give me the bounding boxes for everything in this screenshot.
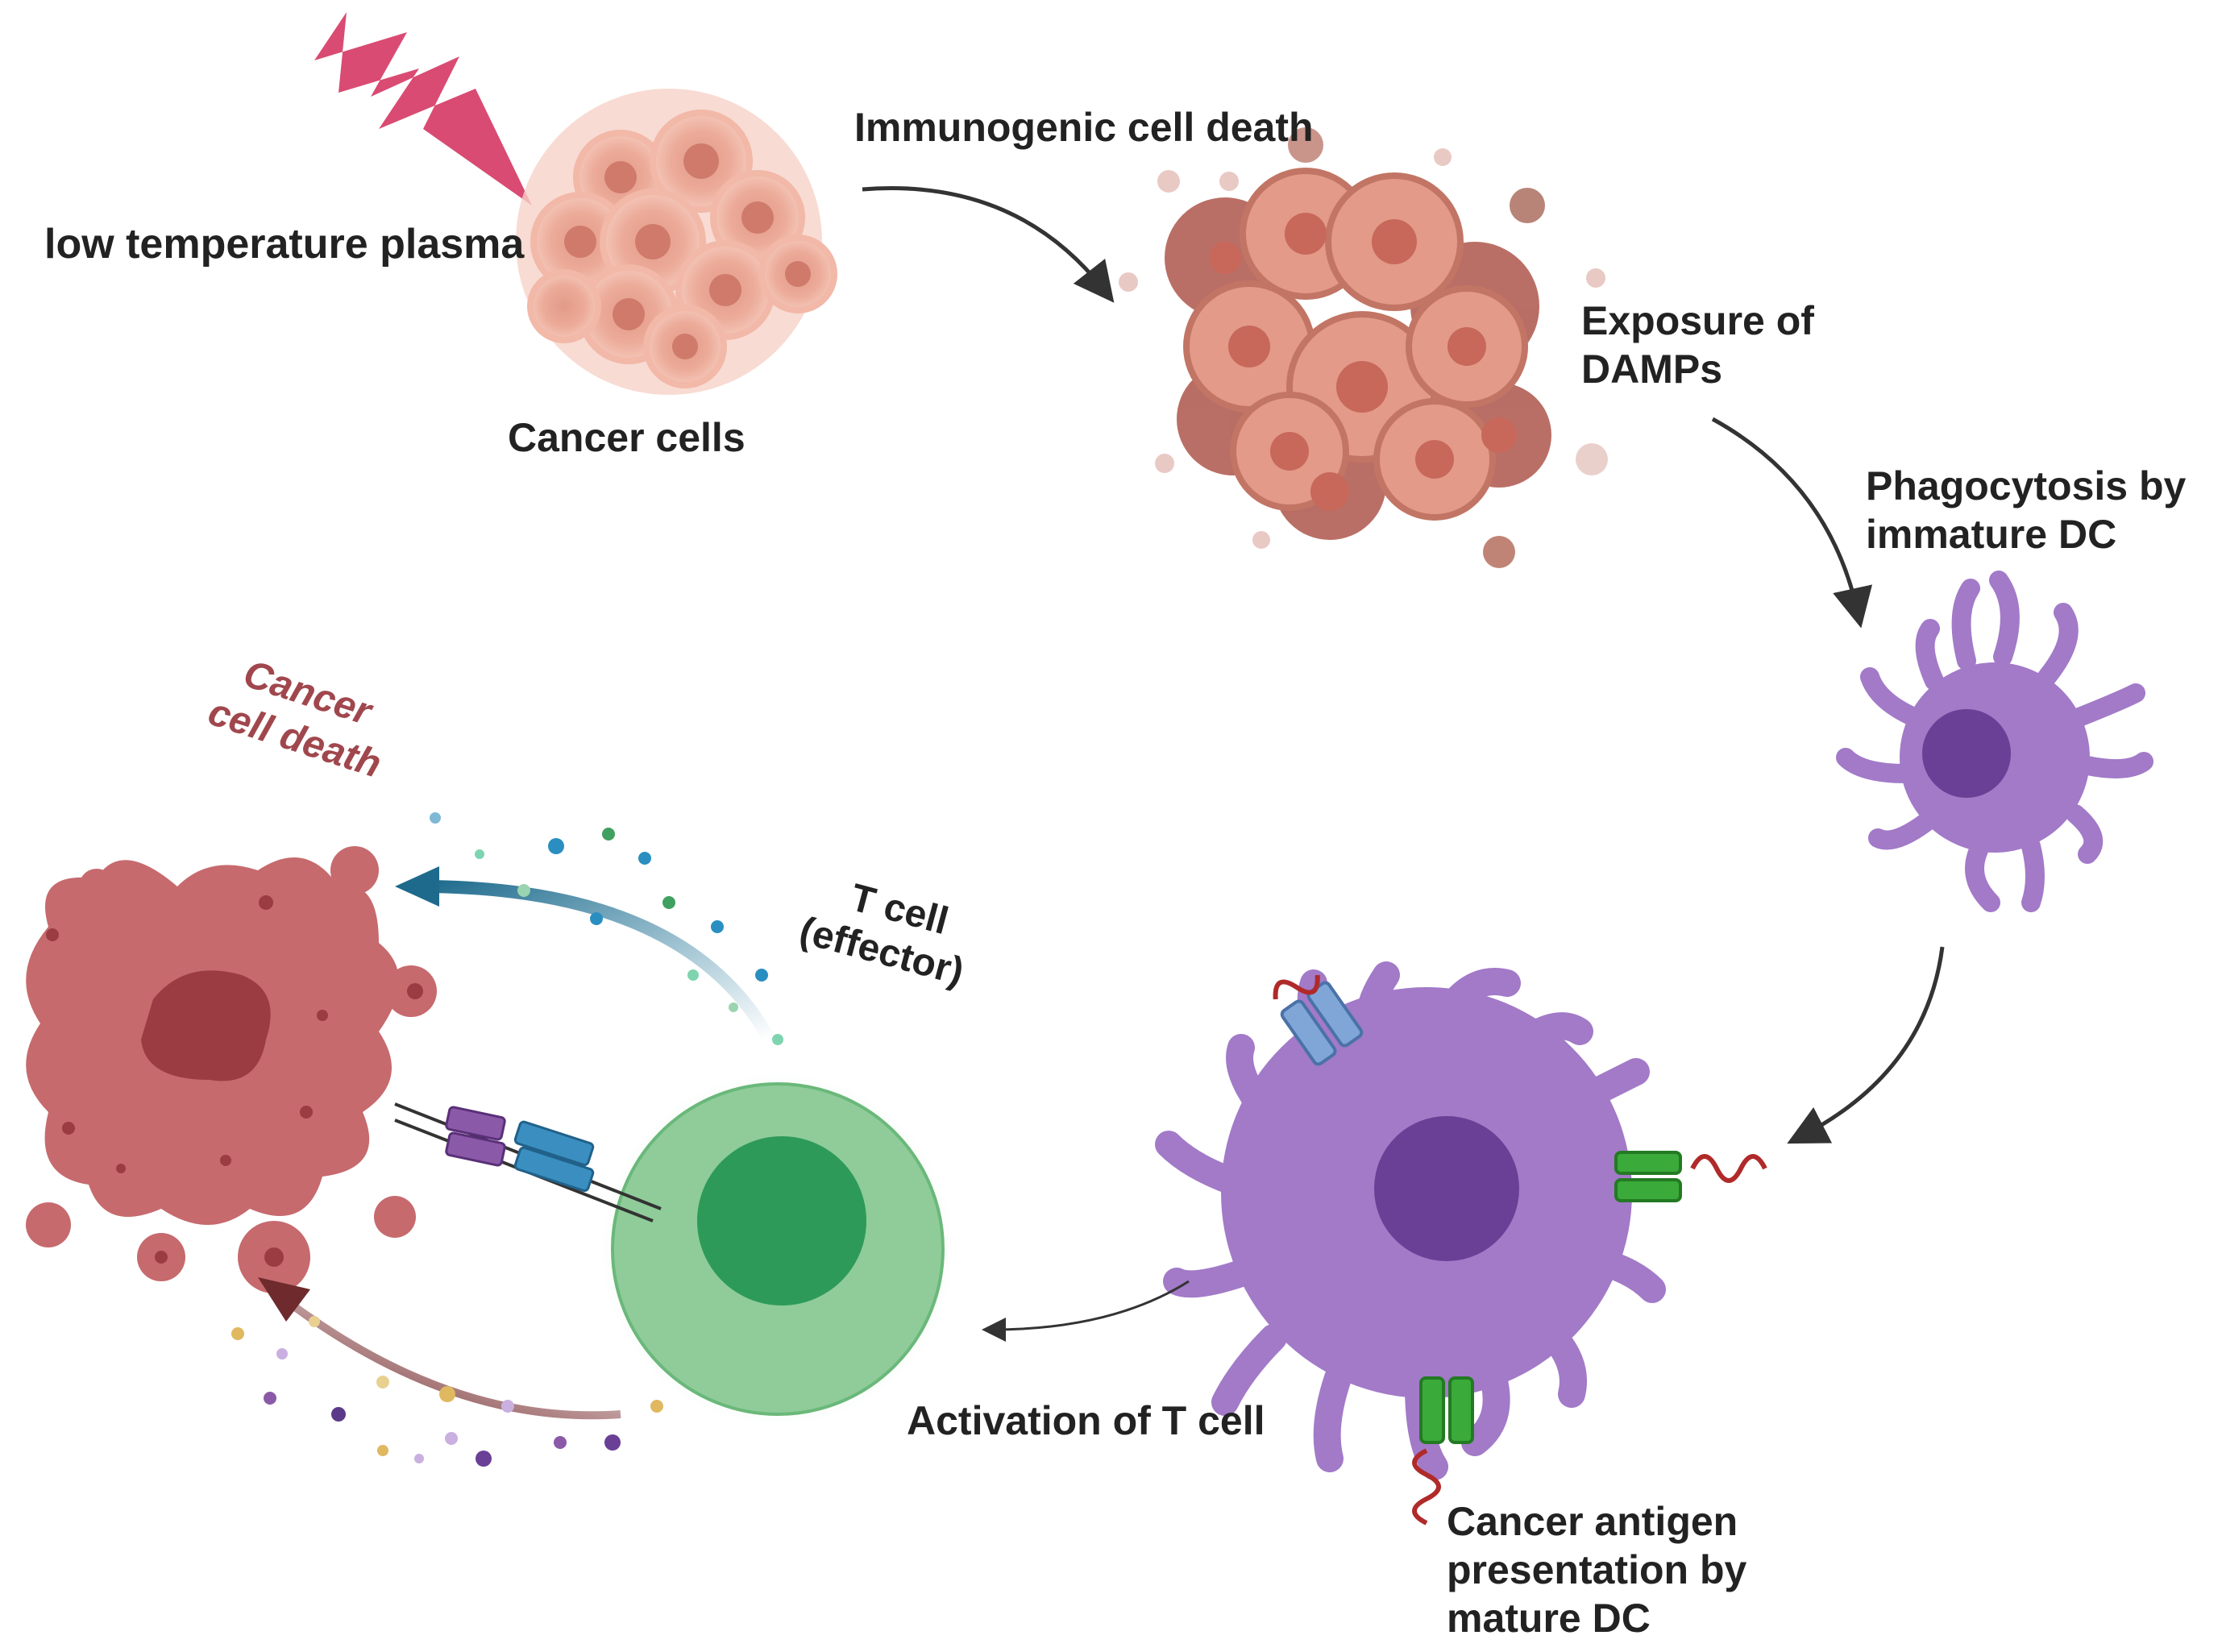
tcr-mhc-complex: [394, 1102, 662, 1222]
label-damps-1: Exposure of: [1581, 298, 1814, 343]
cytokine-particles: [231, 812, 783, 1467]
receptor-complex-icon: [1273, 974, 1767, 1525]
mature-dendritic-cell-body: [1221, 987, 1632, 1398]
label-icd: Immunogenic cell death: [854, 105, 1314, 150]
label-antigen-2: presentation by: [1447, 1547, 1746, 1592]
immature-dendritic-cell-body: [1900, 662, 2090, 853]
lightning-bolt-icon: [314, 12, 532, 205]
label-plasma: low temperature plasma: [44, 221, 525, 268]
label-phago-2: immature DC: [1866, 512, 2116, 557]
text-labels: low temperature plasma Cancer cells Immu…: [44, 105, 2187, 1641]
label-antigen-3: mature DC: [1447, 1596, 1651, 1641]
arrow-phagocytosis: [1711, 417, 1872, 629]
dying-cell-cluster-icon: [1165, 168, 1551, 540]
label-antigen-1: Cancer antigen: [1447, 1499, 1738, 1544]
arrow-activation: [982, 1280, 1190, 1342]
dying-cancer-cell-icon: [26, 846, 437, 1293]
t-cell-icon: [592, 1064, 963, 1434]
label-cancer-cells: Cancer cells: [508, 415, 746, 460]
arrows: [862, 186, 1945, 1342]
label-activation: Activation of T cell: [907, 1398, 1265, 1443]
damp-particles: [1119, 127, 1608, 568]
arrow-maturation: [1787, 946, 1945, 1144]
arrow-icd: [862, 186, 1115, 303]
immature-dendritic-cell-icon: [1836, 571, 2153, 912]
cancer-cell-cluster-icon: [516, 89, 837, 395]
label-damps-2: DAMPs: [1581, 347, 1722, 392]
label-phago-1: Phagocytosis by: [1866, 463, 2187, 508]
